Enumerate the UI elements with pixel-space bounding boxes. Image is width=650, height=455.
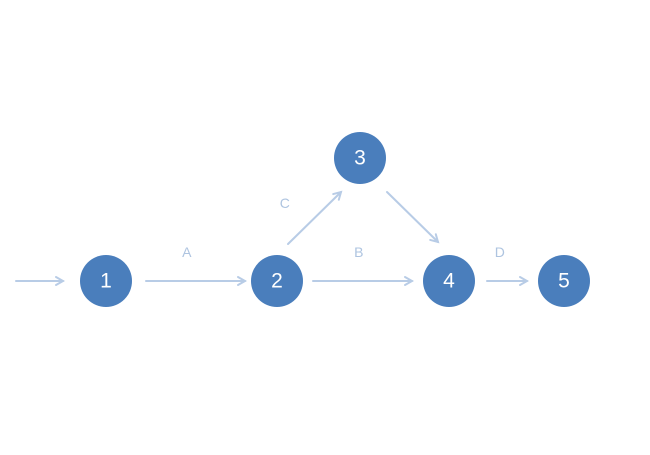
- nodes-layer: 1 2 3 4 5: [80, 132, 590, 307]
- edges-layer: A B C D: [15, 190, 530, 286]
- edge-2-3: [287, 190, 343, 245]
- node-label-4: 4: [443, 270, 455, 293]
- edge-label-edge-2-3: C: [280, 195, 291, 211]
- node-label-1: 1: [100, 270, 112, 293]
- edge-label-edge-4-5: D: [495, 244, 506, 260]
- node-2: 2: [251, 255, 303, 307]
- node-circle-5: [538, 255, 590, 307]
- node-label-3: 3: [354, 147, 366, 170]
- node-label-5: 5: [558, 270, 570, 293]
- node-1: 1: [80, 255, 132, 307]
- edge-label-edge-1-2: A: [182, 244, 192, 260]
- node-label-2: 2: [271, 270, 283, 293]
- node-3: 3: [334, 132, 386, 184]
- node-circle-2: [251, 255, 303, 307]
- node-circle-4: [423, 255, 475, 307]
- edge-3-4: [386, 191, 440, 244]
- node-circle-1: [80, 255, 132, 307]
- edge-label-edge-2-4: B: [354, 244, 364, 260]
- node-5: 5: [538, 255, 590, 307]
- node-circle-3: [334, 132, 386, 184]
- node-4: 4: [423, 255, 475, 307]
